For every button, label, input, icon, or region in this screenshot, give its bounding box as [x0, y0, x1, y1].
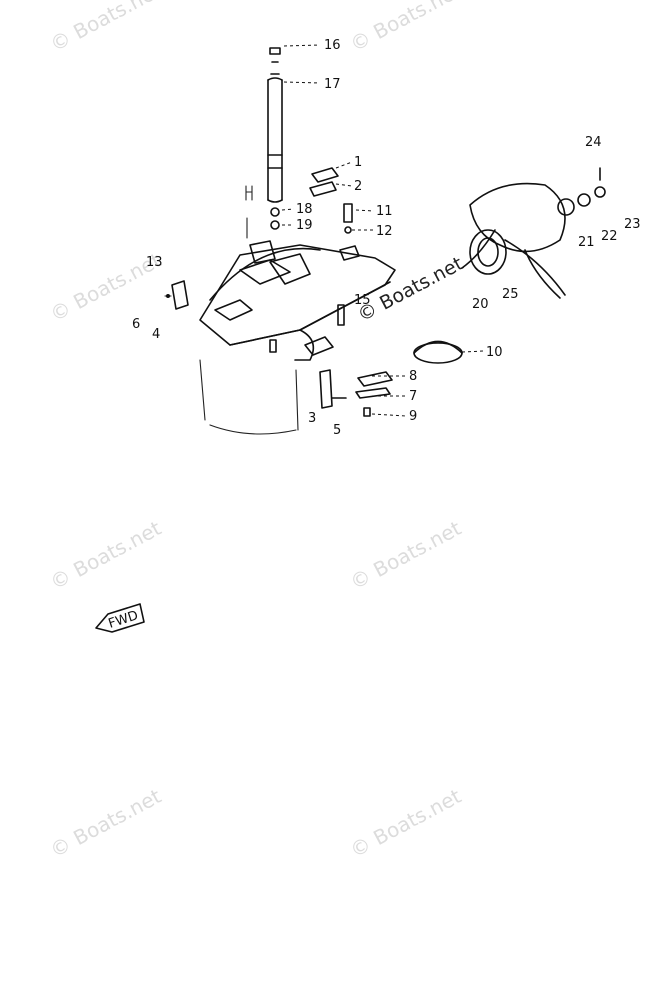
lower-bracket — [319, 369, 393, 417]
callout-8: 8 — [409, 369, 417, 384]
callout-5: 5 — [333, 423, 341, 438]
watermark: © Boats.net — [46, 0, 165, 56]
callout-9: 9 — [409, 409, 417, 424]
anode-cover — [413, 340, 463, 364]
callout-6: 6 — [132, 317, 140, 332]
callout-2: 2 — [354, 179, 362, 194]
callout-20: 20 — [472, 297, 489, 312]
callout-15: 15 — [354, 293, 371, 308]
callout-25: 25 — [502, 287, 519, 302]
callout-18: 18 — [296, 202, 313, 217]
leader-lines — [281, 44, 485, 417]
drive-shaft — [267, 47, 283, 230]
callout-4: 4 — [152, 327, 160, 342]
watermark: © Boats.net — [346, 0, 465, 56]
watermark: © Boats.net — [46, 516, 165, 595]
callout-1: 1 — [354, 155, 362, 170]
callout-23: 23 — [624, 217, 641, 232]
callout-11: 11 — [376, 204, 393, 219]
watermark-center: © Boats.net — [354, 253, 467, 327]
callout-19: 19 — [296, 218, 313, 233]
watermark: © Boats.net — [346, 784, 465, 863]
propeller-assembly — [461, 167, 606, 299]
callout-10: 10 — [486, 345, 503, 360]
small-parts-upper — [309, 167, 353, 234]
callouts: 1 2 3 4 5 6 7 8 9 10 11 12 13 15 16 17 1… — [132, 38, 641, 438]
watermarks: © Boats.net © Boats.net © Boats.net © Bo… — [46, 0, 467, 862]
callout-12: 12 — [376, 224, 393, 239]
left-bracket — [164, 280, 189, 310]
fwd-arrow: FWD — [95, 603, 145, 633]
callout-7: 7 — [409, 389, 417, 404]
watermark: © Boats.net — [46, 784, 165, 863]
watermark: © Boats.net — [346, 516, 465, 595]
callout-24: 24 — [585, 135, 602, 150]
callout-17: 17 — [324, 77, 341, 92]
gear-housing — [199, 185, 396, 435]
callout-22: 22 — [601, 229, 618, 244]
callout-16: 16 — [324, 38, 341, 53]
callout-3: 3 — [308, 411, 316, 426]
callout-21: 21 — [578, 235, 595, 250]
callout-13: 13 — [146, 255, 163, 270]
